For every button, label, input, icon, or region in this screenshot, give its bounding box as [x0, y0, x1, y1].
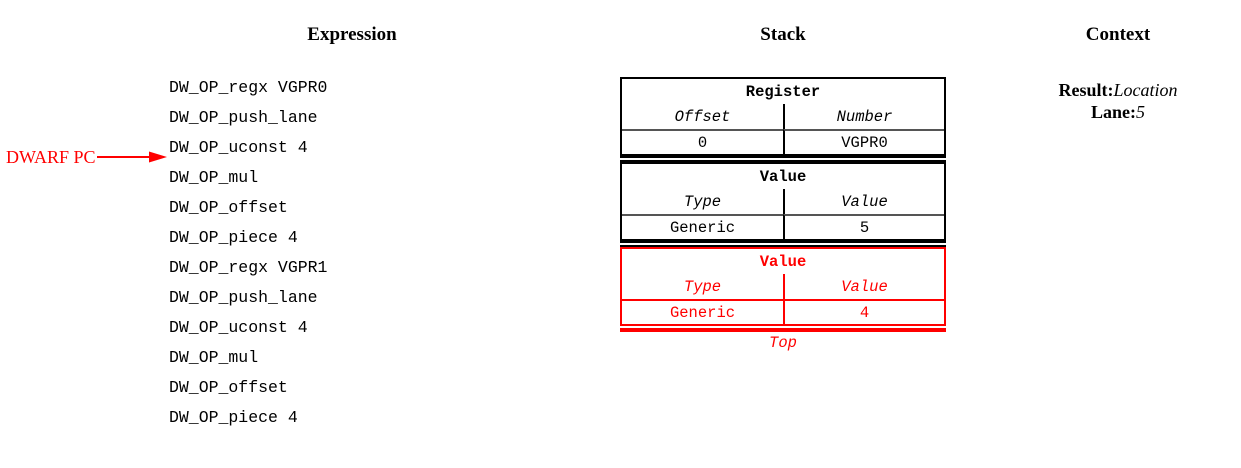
- stack-value-left: 0: [622, 129, 783, 154]
- context-row-result: Result:Location: [1018, 79, 1218, 101]
- table-row-title: Register: [622, 79, 944, 104]
- stack-top-rule: [620, 328, 946, 332]
- stack-column: Register Offset Number 0 VGPR0 Value Typ…: [620, 77, 946, 354]
- dwarf-pc-marker: DWARF PC: [6, 148, 169, 166]
- stack-separator: [620, 241, 946, 247]
- context-column: Result:Location Lane:5: [1018, 79, 1218, 123]
- stack-value-right: 5: [783, 214, 944, 239]
- stack-value-left: Generic: [622, 214, 783, 239]
- expression-line: DW_OP_offset: [169, 378, 288, 397]
- dwarf-pc-label: DWARF PC: [6, 147, 96, 167]
- table-row-subheader: Type Value: [622, 274, 944, 299]
- stack-value-right: 4: [783, 299, 944, 324]
- stack-entry-title: Value: [759, 252, 807, 271]
- expression-line: DW_OP_piece 4: [169, 408, 298, 427]
- stack-value-left: Generic: [622, 299, 783, 324]
- expression-line: DW_OP_piece 4: [169, 228, 298, 247]
- stack-col-header-left: Type: [683, 192, 722, 211]
- table-row-subheader: Type Value: [622, 189, 944, 214]
- table-row-values: Generic 5: [622, 214, 944, 239]
- stack-entry-title: Value: [759, 167, 807, 186]
- context-value: Location: [1113, 80, 1178, 100]
- arrow-right-icon: [96, 151, 167, 163]
- stack-col-header-right: Value: [783, 189, 944, 214]
- context-row-lane: Lane:5: [1018, 101, 1218, 123]
- expression-line: DW_OP_uconst 4: [169, 318, 308, 337]
- stack-separator: [620, 156, 946, 162]
- expression-line: DW_OP_push_lane: [169, 288, 318, 307]
- stack-col-header-left: Type: [683, 277, 722, 296]
- expression-line: DW_OP_push_lane: [169, 108, 318, 127]
- stack-col-header-left: Offset: [674, 107, 731, 126]
- stack-col-header-right: Number: [783, 104, 944, 129]
- stack-top-label: Top: [769, 334, 797, 352]
- expression-line: DW_OP_offset: [169, 198, 288, 217]
- context-value: 5: [1136, 102, 1145, 122]
- expression-line: DW_OP_mul: [169, 168, 259, 187]
- stack-entry-register: Register Offset Number 0 VGPR0: [620, 77, 946, 156]
- stack-entry-top-value: Value Type Value Generic 4: [620, 247, 946, 326]
- stack-entry-title: Register: [745, 82, 821, 101]
- expression-line: DW_OP_uconst 4: [169, 138, 308, 157]
- stack-entry-value: Value Type Value Generic 5: [620, 162, 946, 241]
- expression-line: DW_OP_regx VGPR1: [169, 258, 328, 277]
- expression-line: DW_OP_regx VGPR0: [169, 78, 328, 97]
- context-key: Lane:: [1091, 102, 1136, 122]
- expression-listing: DW_OP_regx VGPR0 DW_OP_push_lane DW_OP_u…: [169, 73, 327, 433]
- table-row-values: 0 VGPR0: [622, 129, 944, 154]
- table-row-title: Value: [622, 249, 944, 274]
- column-header-expression: Expression: [307, 24, 397, 45]
- stack-value-right: VGPR0: [783, 129, 944, 154]
- stack-col-header-right: Value: [783, 274, 944, 299]
- table-row-title: Value: [622, 164, 944, 189]
- column-header-context: Context: [1085, 24, 1151, 45]
- table-row-subheader: Offset Number: [622, 104, 944, 129]
- expression-line: DW_OP_mul: [169, 348, 259, 367]
- table-row-values: Generic 4: [622, 299, 944, 324]
- context-key: Result:: [1058, 80, 1114, 100]
- column-header-stack: Stack: [760, 24, 806, 45]
